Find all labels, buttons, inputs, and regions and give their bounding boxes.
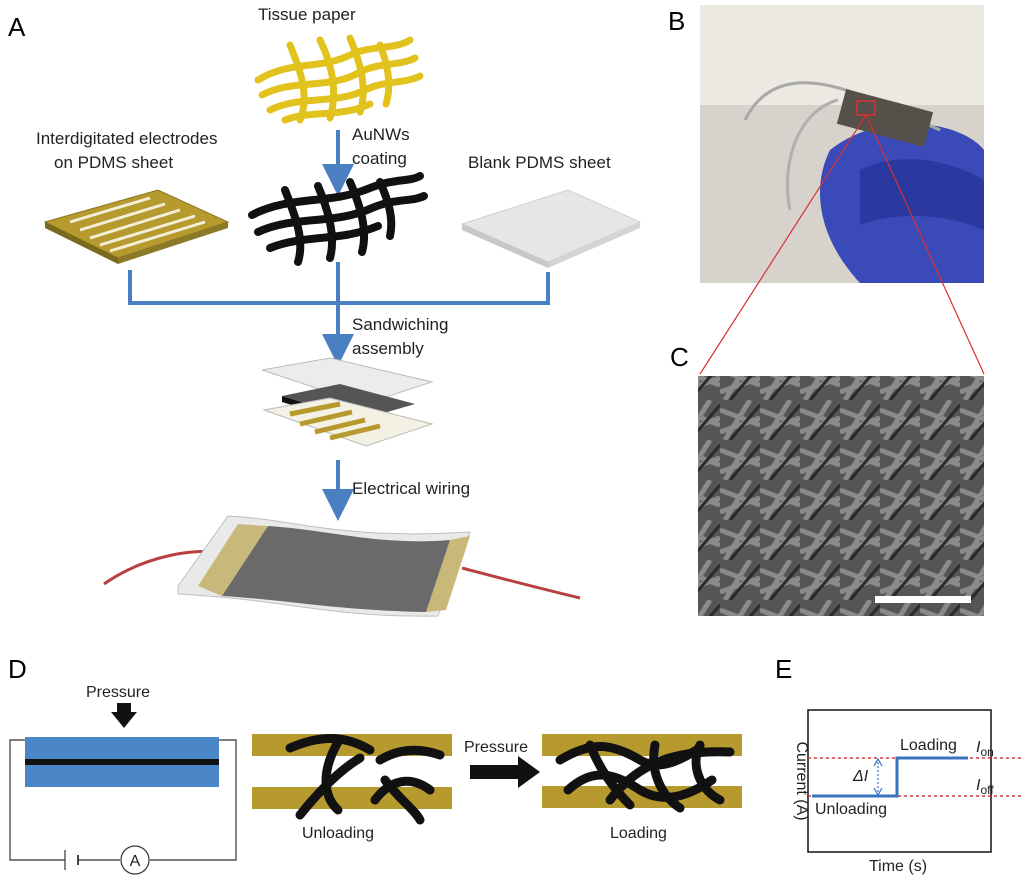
scale-bar <box>875 596 971 603</box>
pressure-top-label: Pressure <box>86 684 150 701</box>
ioff-sub: off <box>980 783 994 797</box>
delta-i-label: ΔI <box>852 768 869 785</box>
pdms-top-layer <box>25 737 219 759</box>
y-axis-label: Current (A) <box>793 741 810 820</box>
ammeter-label: A <box>130 853 141 870</box>
ioff-label: Ioff <box>976 777 994 797</box>
delta-i-arrowheads <box>873 757 883 797</box>
unloading-fibers <box>285 734 445 825</box>
step-current-line <box>812 756 968 798</box>
final-device <box>103 515 581 617</box>
loading-fibers <box>555 740 735 813</box>
panel-label-d: D <box>8 654 27 684</box>
coating-label-1: AuNWs <box>352 125 410 144</box>
pressure-down-arrow <box>111 703 137 728</box>
ion-base: I <box>976 739 981 756</box>
zoom-line-right <box>865 114 985 375</box>
panel-label-c: C <box>670 342 689 372</box>
pressure-right-arrow <box>470 756 540 788</box>
unloading-bottom-electrode <box>252 787 452 809</box>
aunw-mesh <box>248 172 428 266</box>
pressure-arrow-label: Pressure <box>464 739 528 756</box>
loading-step-label: Loading <box>900 737 957 754</box>
unloading-step-label: Unloading <box>815 801 887 818</box>
plot-frame <box>807 709 992 853</box>
ion-label: Ion <box>976 739 994 759</box>
aunw-layer <box>25 759 219 765</box>
electrodes-label-1: Interdigitated electrodes <box>36 129 217 148</box>
ion-sub: on <box>980 745 993 759</box>
sandwich-connector <box>128 262 550 366</box>
sandwich-label-2: assembly <box>352 339 424 358</box>
sandwich-label-1: Sandwiching <box>352 315 448 334</box>
electrode-sheet <box>43 189 230 264</box>
ammeter-icon <box>120 845 150 875</box>
panel-e: Current (A) Time (s) ΔI Loading Unloadin… <box>793 709 1024 875</box>
tissue-paper-mesh <box>254 34 424 124</box>
wiring-label: Electrical wiring <box>352 479 470 498</box>
x-axis-label: Time (s) <box>869 858 927 875</box>
panel-label-e: E <box>775 654 792 684</box>
tissue-paper-label: Tissue paper <box>258 5 356 24</box>
panel-b-photo <box>700 5 984 284</box>
zoom-line-left <box>699 114 867 375</box>
panel-d: Pressure A Unloading Pressure <box>9 684 742 875</box>
blank-pdms-label: Blank PDMS sheet <box>468 153 611 172</box>
coating-label-2: coating <box>352 149 407 168</box>
electrodes-label-2: on PDMS sheet <box>54 153 173 172</box>
loading-label: Loading <box>610 825 667 842</box>
panel-label-a: A <box>8 12 26 42</box>
unloading-label: Unloading <box>302 825 374 842</box>
blank-pdms-sheet <box>460 189 642 268</box>
circuit-wire <box>9 739 237 861</box>
pdms-bottom-layer <box>25 765 219 787</box>
panel-c-sem <box>698 376 984 616</box>
panel-a: Tissue paper AuNWs coating Interdigitate… <box>36 5 642 617</box>
exploded-stack <box>261 357 434 447</box>
ioff-base: I <box>976 777 981 794</box>
panel-label-b: B <box>668 6 685 36</box>
